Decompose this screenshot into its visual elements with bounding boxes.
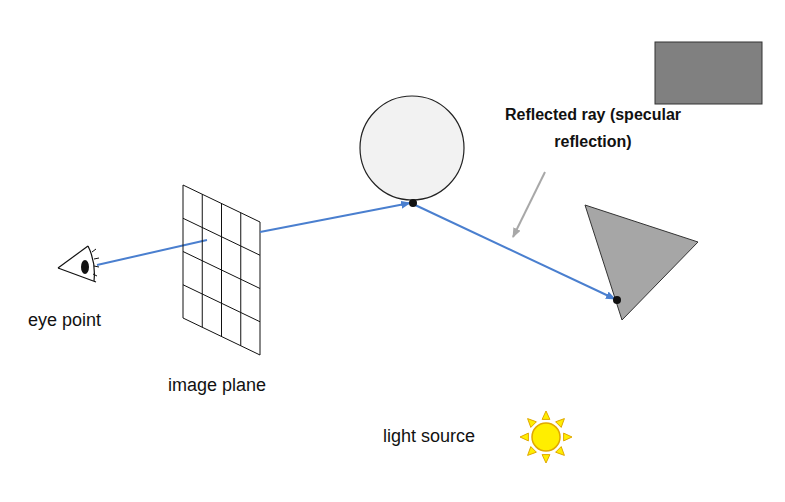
view-ray bbox=[260, 203, 410, 232]
view-ray bbox=[97, 240, 207, 265]
image-plane-label: image plane bbox=[168, 372, 266, 398]
eye-icon bbox=[58, 246, 99, 282]
callout-label: Reflected ray (specular reflection) bbox=[501, 101, 685, 155]
sphere-object bbox=[360, 96, 464, 200]
box-object bbox=[655, 42, 762, 104]
hit-point bbox=[409, 199, 417, 207]
image-plane-grid bbox=[183, 185, 260, 355]
sun-icon bbox=[520, 411, 572, 463]
leader-line bbox=[513, 172, 545, 237]
hit-point bbox=[613, 296, 621, 304]
light-label: light source bbox=[383, 423, 475, 449]
reflected-ray bbox=[413, 204, 615, 299]
eye-label: eye point bbox=[28, 307, 101, 333]
triangle-object bbox=[585, 205, 698, 320]
